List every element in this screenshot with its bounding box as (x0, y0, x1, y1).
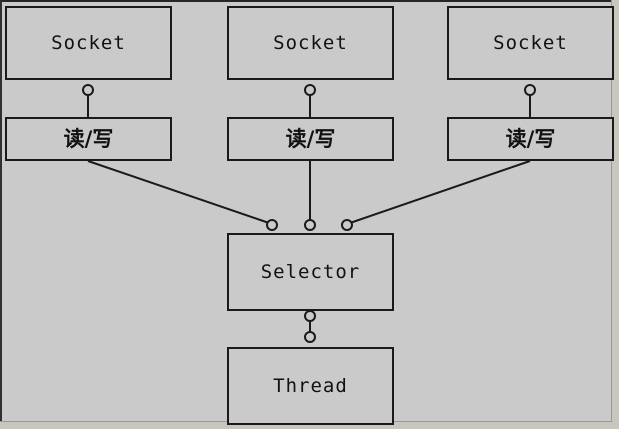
connector-port-icon (524, 84, 536, 96)
connector-port-icon (266, 219, 278, 231)
connector-port-icon (304, 331, 316, 343)
node-socket-2[interactable]: Socket (227, 6, 394, 80)
node-label: Socket (273, 31, 348, 54)
connector-line (87, 160, 270, 224)
connector-line (349, 160, 531, 224)
node-label: 读/写 (285, 126, 336, 151)
connector-port-icon (304, 310, 316, 322)
connector-port-icon (82, 84, 94, 96)
node-socket-1[interactable]: Socket (5, 6, 172, 80)
node-selector[interactable]: Selector (227, 233, 394, 311)
node-label: Selector (260, 260, 361, 283)
node-read-write-3[interactable]: 读/写 (447, 117, 614, 161)
node-label: 读/写 (505, 126, 556, 151)
node-label: Socket (51, 31, 126, 54)
connector-port-icon (341, 219, 353, 231)
node-label: 读/写 (63, 126, 114, 151)
node-label: Thread (273, 374, 348, 397)
node-label: Socket (493, 31, 568, 54)
connector-port-icon (304, 84, 316, 96)
connector-port-icon (304, 219, 316, 231)
node-socket-3[interactable]: Socket (447, 6, 614, 80)
node-thread[interactable]: Thread (227, 347, 394, 425)
node-read-write-1[interactable]: 读/写 (5, 117, 172, 161)
node-read-write-2[interactable]: 读/写 (227, 117, 394, 161)
